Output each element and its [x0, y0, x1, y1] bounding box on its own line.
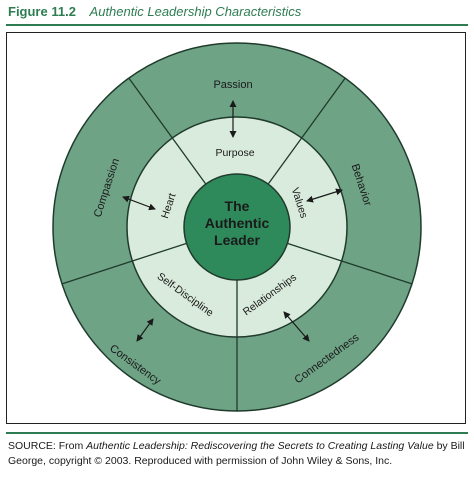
figure-name: Authentic Leadership Characteristics: [89, 4, 302, 19]
outer-divider: [128, 77, 173, 139]
center-line: Leader: [214, 232, 260, 248]
inner-label-purpose: Purpose: [215, 147, 254, 159]
inner-divider: [267, 137, 303, 185]
leadership-wheel-diagram: PassionBehaviorConnectednessConsistencyC…: [52, 42, 422, 412]
arrow-values: [306, 188, 343, 203]
figure-number: Figure 11.2: [8, 4, 76, 19]
center-line: The: [225, 198, 250, 214]
source-book-title: Authentic Leadership: Rediscovering the …: [86, 440, 434, 452]
outer-divider: [61, 260, 133, 285]
inner-dividers: [132, 137, 342, 337]
source-note: SOURCE: From Authentic Leadership: Redis…: [8, 439, 468, 469]
figure-title: Figure 11.2 Authentic Leadership Charact…: [8, 4, 301, 19]
arrow-self-discipline: [136, 318, 154, 342]
outer-dividers: [61, 77, 413, 411]
connection-arrows: [122, 100, 343, 342]
center-circle: [183, 173, 291, 281]
inner-divider: [171, 137, 207, 185]
source-suffix: by Bill George, copyright © 2003. Reprod…: [8, 440, 465, 467]
outer-divider: [301, 77, 346, 139]
center-line: Authentic: [205, 215, 270, 231]
arrow-heart: [122, 195, 156, 211]
outer-label-passion: Passion: [213, 79, 252, 91]
inner-divider: [287, 242, 342, 262]
arrow-relationships: [283, 311, 310, 342]
source-prefix: SOURCE: From: [8, 440, 87, 452]
outer-divider: [341, 260, 413, 285]
bottom-rule: [6, 432, 468, 434]
inner-divider: [132, 242, 187, 262]
top-rule: [6, 24, 468, 26]
